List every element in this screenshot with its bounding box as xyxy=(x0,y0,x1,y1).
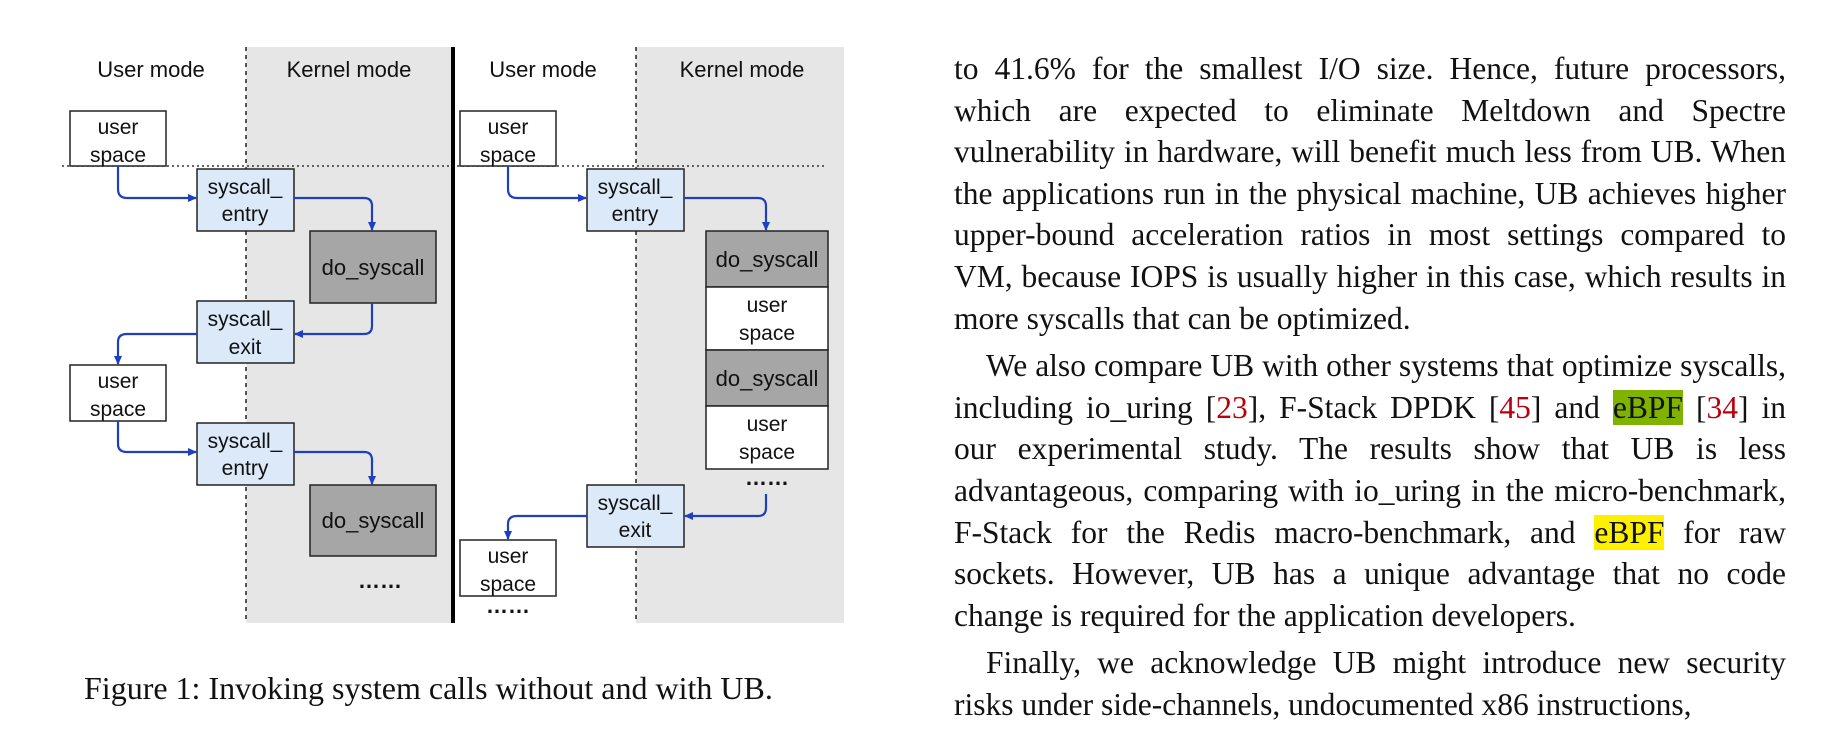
citation-link[interactable]: 34 xyxy=(1706,389,1738,425)
text-span: ], F-Stack DPDK [ xyxy=(1247,389,1500,425)
text-span: We also compare UB with other systems th… xyxy=(954,348,1786,425)
box-line: user xyxy=(98,370,139,393)
box-line: syscall_ xyxy=(208,430,283,453)
box-line: exit xyxy=(229,336,262,359)
box-line: do_syscall xyxy=(322,508,425,533)
text-span: [ xyxy=(1682,389,1707,425)
box-line: syscall_ xyxy=(598,492,673,515)
figure-1-diagram: User mode Kernel mode User mode Kernel m… xyxy=(62,47,844,623)
right-syscall-exit-box: syscall_ exit xyxy=(586,484,685,548)
box-line: space xyxy=(739,441,795,464)
box-line: space xyxy=(90,144,146,167)
right-syscall-entry-box: syscall_ entry xyxy=(586,168,685,232)
right-do-syscall-stack: do_syscall user space do_syscall user sp… xyxy=(705,230,829,470)
box-line: user xyxy=(98,116,139,139)
box-line: syscall_ xyxy=(208,176,283,199)
text-span: ] and xyxy=(1530,389,1613,425)
left-do-syscall-box-1: do_syscall xyxy=(309,230,437,304)
right-stack-ellipsis: …… xyxy=(745,465,789,490)
right-user-mode-label: User mode xyxy=(489,57,597,82)
highlighted-term-yellow: eBPF xyxy=(1594,514,1665,550)
right-arrow-entry-to-do-syscall xyxy=(684,196,770,231)
box-line: do_syscall xyxy=(716,247,819,272)
left-syscall-exit-box: syscall_ exit xyxy=(196,300,295,364)
text-span: ] in our experimental study. The results… xyxy=(954,389,1786,550)
box-line: user xyxy=(488,545,529,568)
box-line: user xyxy=(488,116,529,139)
paragraph-1: to 41.6% for the smallest I/O size. Henc… xyxy=(954,51,1786,336)
box-line: space xyxy=(90,398,146,421)
text-span: for raw sockets. However, UB has a uniqu… xyxy=(954,514,1786,633)
box-line: syscall_ xyxy=(208,308,283,331)
right-arrow-exit-to-userspace xyxy=(504,514,587,540)
box-line: syscall_ xyxy=(598,176,673,199)
left-do-syscall-box-2: do_syscall xyxy=(309,484,437,557)
citation-link[interactable]: 45 xyxy=(1499,389,1531,425)
citation-link[interactable]: 23 xyxy=(1216,389,1248,425)
right-arrow-userspace-to-entry xyxy=(506,166,587,202)
box-line: do_syscall xyxy=(716,366,819,391)
left-user-space-box-2: user space xyxy=(69,364,167,422)
left-arrow-entry-to-do-syscall-2 xyxy=(294,450,376,485)
box-line: space xyxy=(739,322,795,345)
figure-caption: Figure 1: Invoking system calls without … xyxy=(84,670,773,706)
right-user-space-box-1: user space xyxy=(459,110,557,167)
left-arrow-do-syscall-to-exit xyxy=(294,303,374,338)
box-line: space xyxy=(480,144,536,167)
left-arrow-userspace-to-entry-2 xyxy=(116,421,197,456)
left-user-mode-label: User mode xyxy=(97,57,205,82)
body-text-column: to 41.6% for the smallest I/O size. Henc… xyxy=(954,48,1786,726)
left-arrow-exit-to-userspace xyxy=(114,332,197,365)
right-kernel-mode-label: Kernel mode xyxy=(680,57,805,82)
box-line: user xyxy=(747,294,788,317)
box-line: exit xyxy=(619,519,652,542)
left-user-space-box-1: user space xyxy=(69,110,167,167)
left-kernel-mode-label: Kernel mode xyxy=(287,57,412,82)
paragraph-2: We also compare UB with other systems th… xyxy=(954,345,1786,636)
paragraph-3: Finally, we acknowledge UB might introdu… xyxy=(954,645,1786,722)
right-arrow-stack-to-exit xyxy=(684,494,768,520)
box-line: user xyxy=(747,413,788,436)
box-line: entry xyxy=(222,203,269,226)
right-user-space-box-2: user space xyxy=(459,539,557,597)
highlighted-term-green: eBPF xyxy=(1612,389,1683,425)
right-bottom-ellipsis: …… xyxy=(486,593,530,618)
left-arrow-entry-to-do-syscall xyxy=(294,196,376,231)
left-arrow-userspace-to-entry xyxy=(116,166,197,202)
box-line: space xyxy=(480,573,536,596)
left-syscall-entry-box-2: syscall_ entry xyxy=(196,422,295,486)
left-ellipsis: …… xyxy=(358,568,402,593)
box-line: entry xyxy=(612,203,659,226)
box-line: entry xyxy=(222,457,269,480)
left-syscall-entry-box-1: syscall_ entry xyxy=(196,168,295,232)
box-line: do_syscall xyxy=(322,255,425,280)
